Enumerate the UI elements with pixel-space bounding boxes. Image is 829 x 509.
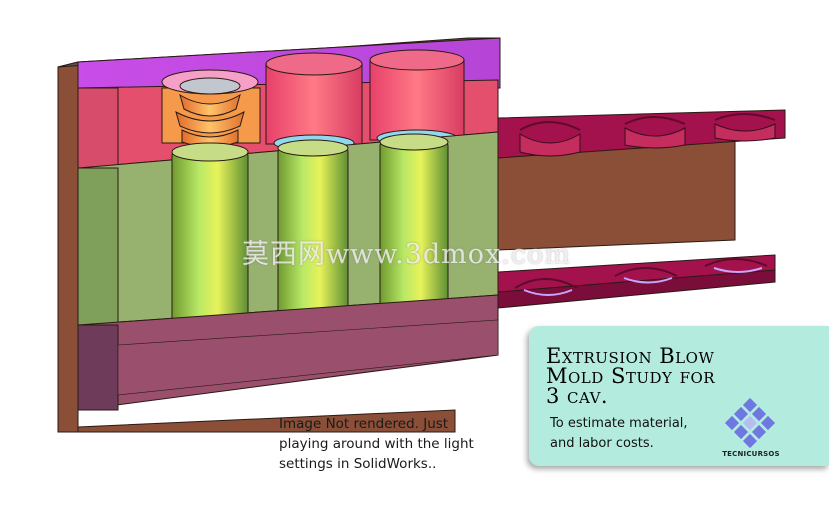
card-title-line: Mold Study for (546, 364, 716, 388)
watermark-text: 莫西网www.3dmox.com (242, 239, 571, 270)
base-plate (77, 294, 499, 411)
logo-diamond-icon (724, 397, 776, 449)
tecnicursos-logo: TECNICURSOS (721, 397, 781, 460)
caption-line: playing around with the light (279, 436, 474, 452)
back-plate (57, 37, 501, 433)
card-subtitle-line: To estimate material, (550, 416, 688, 431)
info-card: Extrusion Blow Mold Study for 3 cav. To … (529, 326, 829, 466)
caption-line: Image Not rendered. Just (279, 416, 449, 432)
render-caption: Image Not rendered. Just playing around … (279, 414, 509, 474)
card-title-line: Extrusion Blow (546, 344, 715, 368)
side-plate (497, 109, 786, 309)
caption-line: settings in SolidWorks.. (279, 456, 437, 472)
card-subtitle: To estimate material, and labor costs. (550, 414, 720, 454)
card-subtitle-line: and labor costs. (550, 436, 654, 451)
neck-thread (175, 77, 245, 148)
card-title: Extrusion Blow Mold Study for 3 cav. (546, 344, 826, 408)
logo-text: TECNICURSOS (722, 450, 780, 458)
card-title-line: 3 cav. (546, 384, 609, 408)
